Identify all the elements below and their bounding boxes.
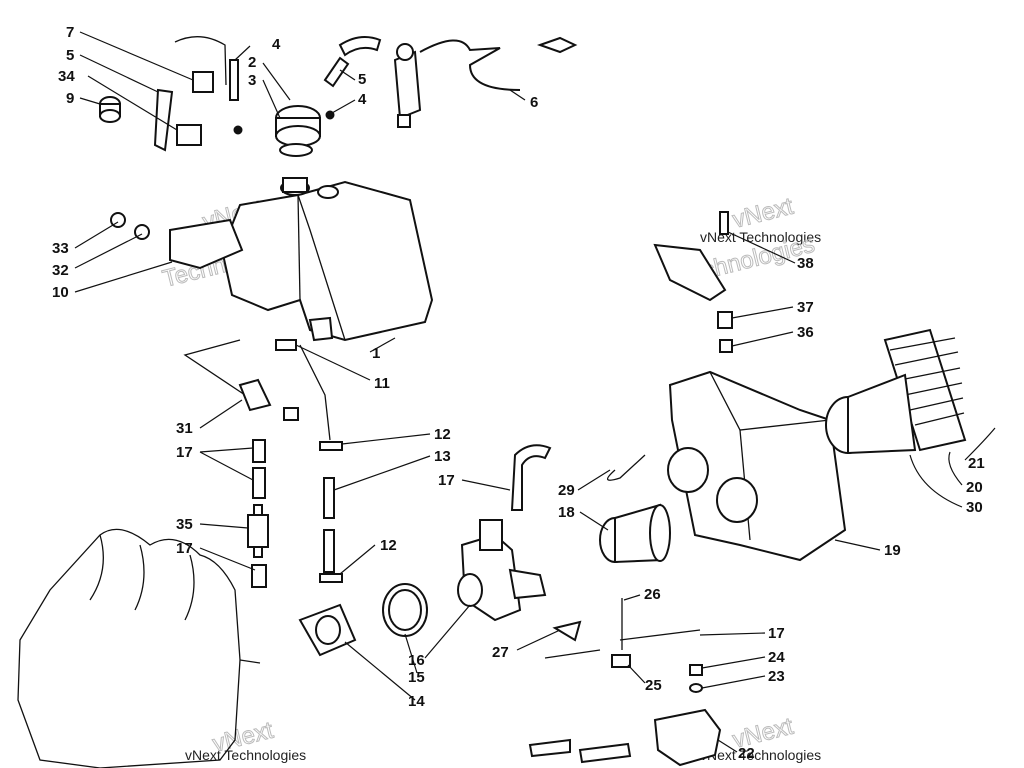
callout-20: 20 xyxy=(966,479,983,496)
callout-35: 35 xyxy=(176,516,193,533)
callout-18: 18 xyxy=(558,504,575,521)
callout-29: 29 xyxy=(558,482,575,499)
callout-4: 4 xyxy=(272,36,281,53)
callout-24: 24 xyxy=(768,649,785,666)
callout-12: 12 xyxy=(434,426,451,443)
intake-flange-14 xyxy=(298,603,357,657)
callout-25: 25 xyxy=(645,677,662,694)
callout-11: 11 xyxy=(374,375,390,392)
callout-32: 32 xyxy=(52,262,69,279)
callout-9: 9 xyxy=(66,90,74,107)
callout-10: 10 xyxy=(52,284,69,301)
watermark-text: vNext Technologies xyxy=(700,747,821,763)
fuel-gauge-sender xyxy=(393,36,578,128)
callout-5: 5 xyxy=(66,47,74,64)
callout-14: 14 xyxy=(408,693,425,710)
clamp-15 xyxy=(382,583,428,637)
callout-17: 17 xyxy=(176,540,193,557)
fuel-fitting-11 xyxy=(275,339,297,351)
callout-26: 26 xyxy=(644,586,661,603)
air-silencer-box xyxy=(667,370,847,562)
tank-bracket xyxy=(110,212,244,270)
callout-3: 3 xyxy=(248,72,256,89)
intake-silencer-tube xyxy=(825,373,917,455)
callout-16: 16 xyxy=(408,652,425,669)
callout-4: 4 xyxy=(358,91,367,108)
callout-1: 1 xyxy=(372,345,380,362)
pump-hoses xyxy=(528,598,701,764)
callout-34: 34 xyxy=(58,68,75,85)
fuel-lines xyxy=(183,339,343,588)
vent-hoses xyxy=(153,35,382,152)
callout-17: 17 xyxy=(176,444,193,461)
callout-27: 27 xyxy=(492,644,509,661)
callout-31: 31 xyxy=(176,420,193,437)
callout-15: 15 xyxy=(408,669,425,686)
carburetor xyxy=(457,444,552,622)
callout-37: 37 xyxy=(797,299,814,316)
callout-22: 22 xyxy=(738,745,755,762)
callout-21: 21 xyxy=(968,455,985,472)
fuel-pump xyxy=(653,664,722,767)
spring-clip-29 xyxy=(607,454,646,481)
callout-2: 2 xyxy=(248,54,256,71)
callout-6: 6 xyxy=(530,94,538,111)
inline-fuel-filter xyxy=(247,504,269,558)
callout-17: 17 xyxy=(438,472,455,489)
leader-lines xyxy=(74,31,996,753)
watermark-brand-outline: vNext xyxy=(730,193,796,234)
callout-38: 38 xyxy=(797,255,814,272)
callout-7: 7 xyxy=(66,24,74,41)
callout-13: 13 xyxy=(434,448,451,465)
engine-outline xyxy=(17,528,261,768)
callout-labels: 7 5 34 9 4 2 3 5 4 6 33 32 10 1 11 38 37… xyxy=(52,24,985,762)
callout-30: 30 xyxy=(966,499,983,516)
throttle-cable-bracket xyxy=(653,211,733,353)
callout-12: 12 xyxy=(380,537,397,554)
fuel-tank xyxy=(220,177,434,342)
fuel-cap xyxy=(275,105,321,157)
watermark-bottom-left: vNext vNext Technologies xyxy=(185,716,306,763)
callout-23: 23 xyxy=(768,668,785,685)
callout-19: 19 xyxy=(884,542,901,559)
callout-17: 17 xyxy=(768,625,785,642)
watermark-text: vNext Technologies xyxy=(185,747,306,763)
callout-5: 5 xyxy=(358,71,366,88)
callout-36: 36 xyxy=(797,324,814,341)
air-silencer-adapter-18 xyxy=(599,503,671,564)
tank-strap-pads xyxy=(176,71,214,146)
grommet-9 xyxy=(99,96,121,123)
callout-33: 33 xyxy=(52,240,69,257)
